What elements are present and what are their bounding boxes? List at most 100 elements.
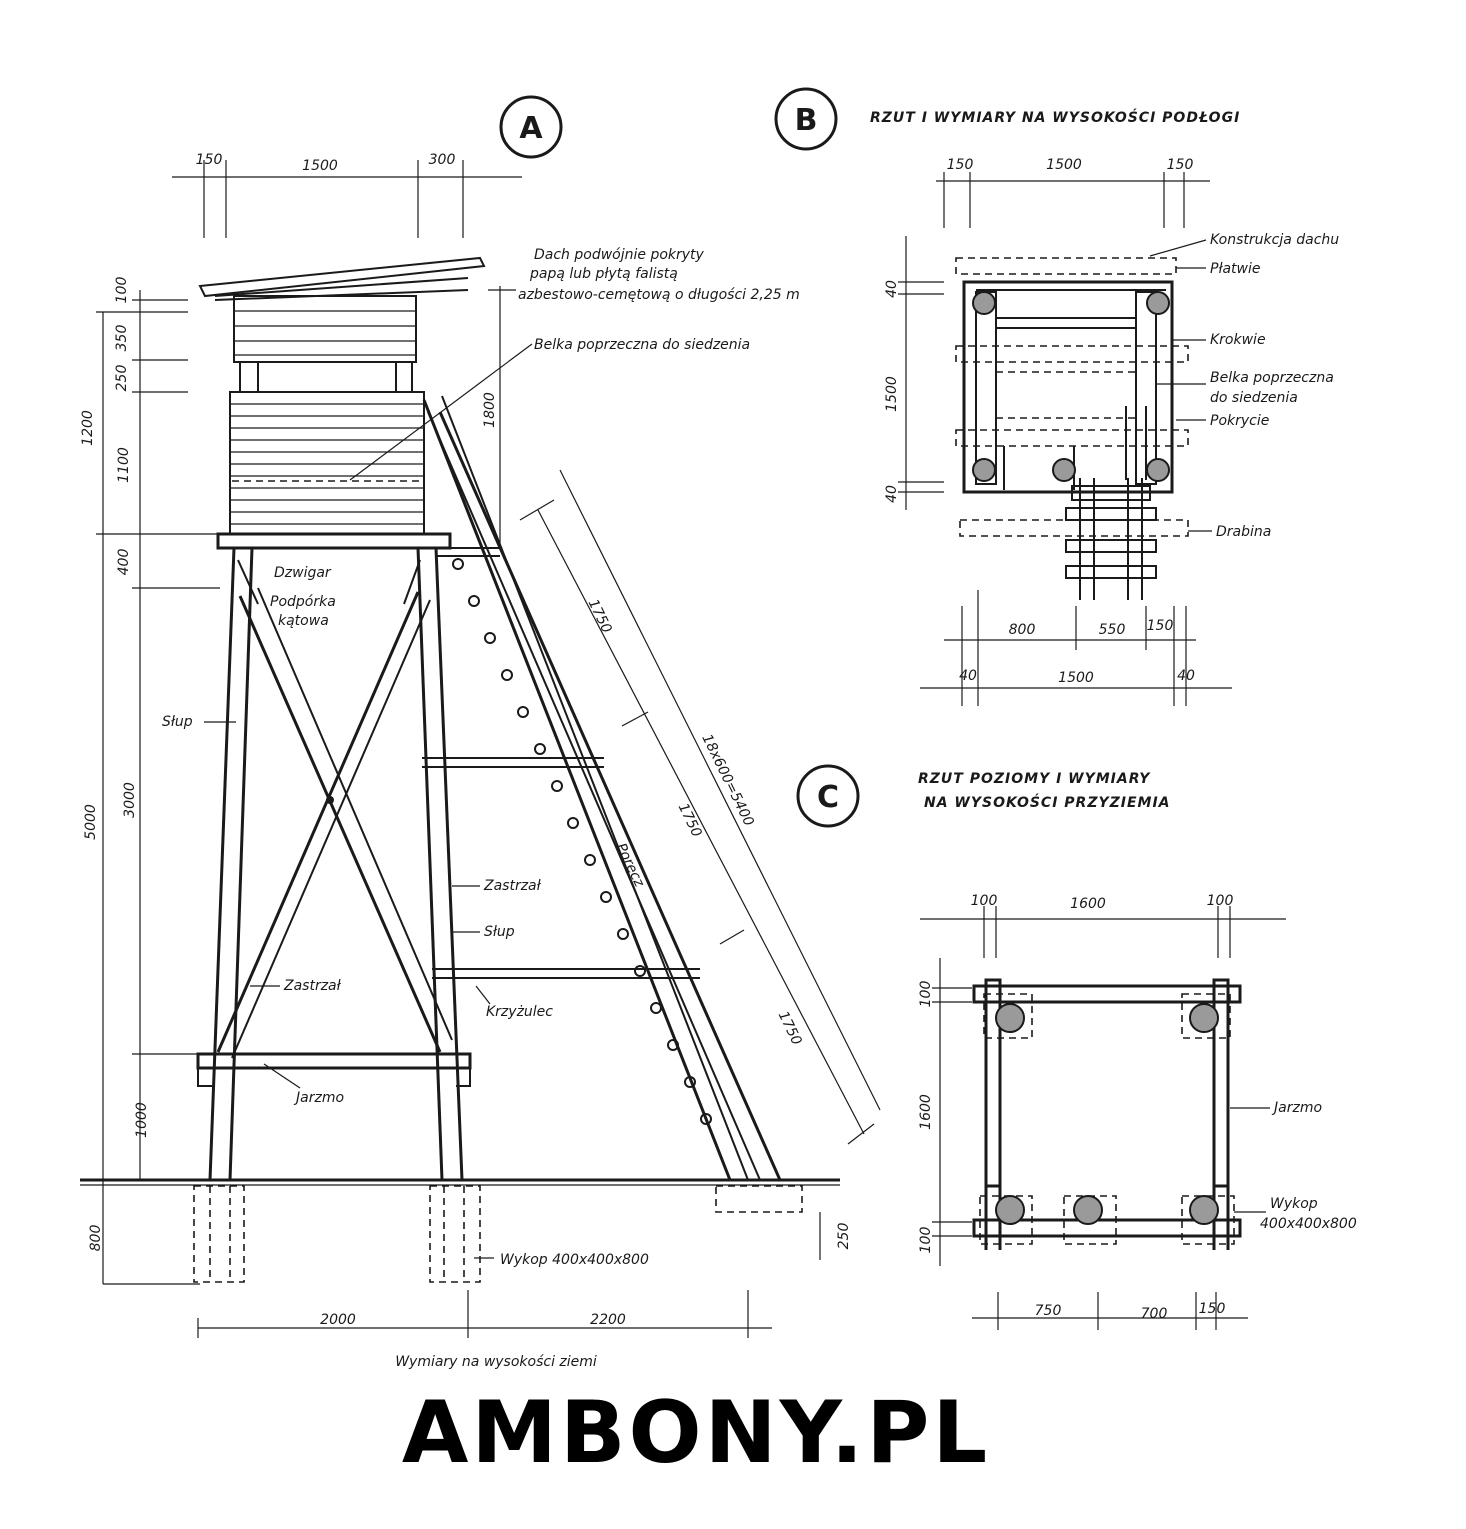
view-c-title: RZUT POZIOMY I WYMIARY xyxy=(918,771,1151,787)
view-b-left-dimensions: 40 1500 40 xyxy=(884,236,944,510)
label-slup-right: Słup xyxy=(484,924,515,940)
label-podporka: Podpórka xyxy=(270,594,336,610)
roof xyxy=(198,256,486,301)
svg-text:Belka poprzeczna: Belka poprzeczna xyxy=(1210,370,1334,386)
ladder-rung xyxy=(617,928,629,940)
ladder-struts xyxy=(422,547,700,979)
ladder-rung xyxy=(584,854,596,866)
view-a-top-dimensions: 150 1500 300 xyxy=(172,152,522,238)
svg-text:300: 300 xyxy=(429,152,456,168)
svg-text:Płatwie: Płatwie xyxy=(1210,261,1260,277)
svg-text:5000: 5000 xyxy=(83,804,99,840)
view-b-floor-plan: B RZUT I WYMIARY NA WYSOKOŚCI PODŁOGI 15… xyxy=(774,87,1339,706)
svg-text:550: 550 xyxy=(1099,622,1126,638)
post-section xyxy=(995,1003,1025,1033)
label-podporka-2: kątowa xyxy=(278,613,329,629)
view-c-labels: Jarzmo Wykop 400x400x800 xyxy=(1230,1100,1357,1232)
ladder-rung xyxy=(452,558,464,570)
view-a-labels: Dzwigar Podpórka kątowa Słup Zastrzał Sł… xyxy=(162,565,649,1268)
svg-text:150: 150 xyxy=(1147,618,1174,634)
svg-text:azbestowo-cemętową o długości: azbestowo-cemętową o długości 2,25 m xyxy=(518,287,800,303)
ladder-rung xyxy=(684,1076,696,1088)
ladder-rung xyxy=(468,595,480,607)
svg-text:800: 800 xyxy=(1009,622,1036,638)
view-c-title-2: NA WYSOKOŚCI PRZYZIEMIA xyxy=(924,793,1171,811)
ladder-rung xyxy=(534,743,546,755)
svg-text:1750: 1750 xyxy=(585,597,615,636)
view-c-ground-plan: C RZUT POZIOMY I WYMIARY NA WYSOKOŚCI PR… xyxy=(796,764,1357,1330)
svg-text:1000: 1000 xyxy=(134,1102,150,1138)
svg-text:1600: 1600 xyxy=(1070,896,1106,912)
post-section xyxy=(972,458,996,482)
svg-text:250: 250 xyxy=(114,365,130,392)
svg-text:3000: 3000 xyxy=(122,782,138,818)
svg-text:100: 100 xyxy=(918,981,934,1008)
view-b-labels: Konstrukcja dachu Płatwie Krokwie Belka … xyxy=(1149,232,1339,540)
svg-text:40: 40 xyxy=(884,280,900,298)
svg-text:800: 800 xyxy=(88,1225,104,1252)
svg-text:700: 700 xyxy=(1141,1306,1168,1322)
yoke xyxy=(196,1052,472,1087)
svg-text:2200: 2200 xyxy=(590,1312,626,1328)
post-section xyxy=(972,291,996,315)
post-section xyxy=(1052,458,1076,482)
svg-text:1200: 1200 xyxy=(80,410,96,446)
cabin-upper xyxy=(233,295,417,392)
svg-text:150: 150 xyxy=(1167,157,1194,173)
svg-text:1600: 1600 xyxy=(918,1094,934,1130)
svg-text:150: 150 xyxy=(196,152,223,168)
view-c-left-dimensions: 100 1600 100 xyxy=(918,958,972,1266)
view-c-bottom-dimensions: 750 700 150 xyxy=(972,1292,1248,1330)
svg-text:Drabina: Drabina xyxy=(1216,524,1271,540)
svg-text:40: 40 xyxy=(959,668,977,684)
foundation-pits xyxy=(193,1185,803,1283)
ladder-rung xyxy=(484,632,496,644)
post-section xyxy=(1073,1195,1103,1225)
svg-text:100: 100 xyxy=(114,277,130,304)
ladder-rung xyxy=(567,817,579,829)
svg-text:Krokwie: Krokwie xyxy=(1210,332,1266,348)
view-b-title: RZUT I WYMIARY NA WYSOKOŚCI PODŁOGI xyxy=(870,108,1240,126)
label-wykop: Wykop 400x400x800 xyxy=(500,1252,649,1268)
svg-text:Konstrukcja dachu: Konstrukcja dachu xyxy=(1210,232,1339,248)
svg-text:100: 100 xyxy=(918,1227,934,1254)
ladder-rung xyxy=(700,1113,712,1125)
svg-text:100: 100 xyxy=(1207,893,1234,909)
svg-text:do siedzenia: do siedzenia xyxy=(1210,390,1298,406)
ladder-rung xyxy=(551,780,563,792)
svg-text:1800: 1800 xyxy=(482,392,498,428)
cabin-lower xyxy=(229,391,425,535)
view-b-marker: B xyxy=(774,87,838,151)
label-krzyzulec: Krzyżulec xyxy=(486,1004,553,1020)
svg-text:B: B xyxy=(795,103,818,138)
post-section xyxy=(995,1195,1025,1225)
svg-text:400: 400 xyxy=(116,549,132,576)
view-c-marker: C xyxy=(796,764,860,828)
view-b-top-dimensions: 150 1500 150 xyxy=(936,157,1210,228)
watermark: AMBONY.PL xyxy=(402,1383,990,1483)
svg-text:1100: 1100 xyxy=(116,447,132,483)
svg-text:1500: 1500 xyxy=(1058,670,1094,686)
tower-legs xyxy=(208,547,464,1181)
label-slup-left: Słup xyxy=(162,714,193,730)
post-section xyxy=(1189,1195,1219,1225)
ladder-rung xyxy=(634,965,646,977)
svg-text:150: 150 xyxy=(947,157,974,173)
ladder-rung xyxy=(667,1039,679,1051)
svg-text:250: 250 xyxy=(836,1223,852,1250)
svg-text:Belka poprzeczna do siedzenia: Belka poprzeczna do siedzenia xyxy=(534,337,750,353)
post-section xyxy=(1189,1003,1219,1033)
svg-text:A: A xyxy=(519,111,543,146)
svg-text:150: 150 xyxy=(1199,1301,1226,1317)
svg-text:350: 350 xyxy=(114,325,130,352)
view-a-left-dimensions: 100 350 250 1200 1100 1800 400 5000 3000… xyxy=(80,277,852,1285)
svg-text:C: C xyxy=(817,780,839,815)
view-a-marker: A xyxy=(499,95,563,159)
post-section xyxy=(1146,291,1170,315)
view-a-bottom-dimensions: 2000 2200 Wymiary na wysokości ziemi xyxy=(197,1290,772,1370)
svg-text:400x400x800: 400x400x800 xyxy=(1260,1216,1357,1232)
svg-text:2000: 2000 xyxy=(320,1312,356,1328)
ladder-rung xyxy=(517,706,529,718)
ladder-rung xyxy=(650,1002,662,1014)
